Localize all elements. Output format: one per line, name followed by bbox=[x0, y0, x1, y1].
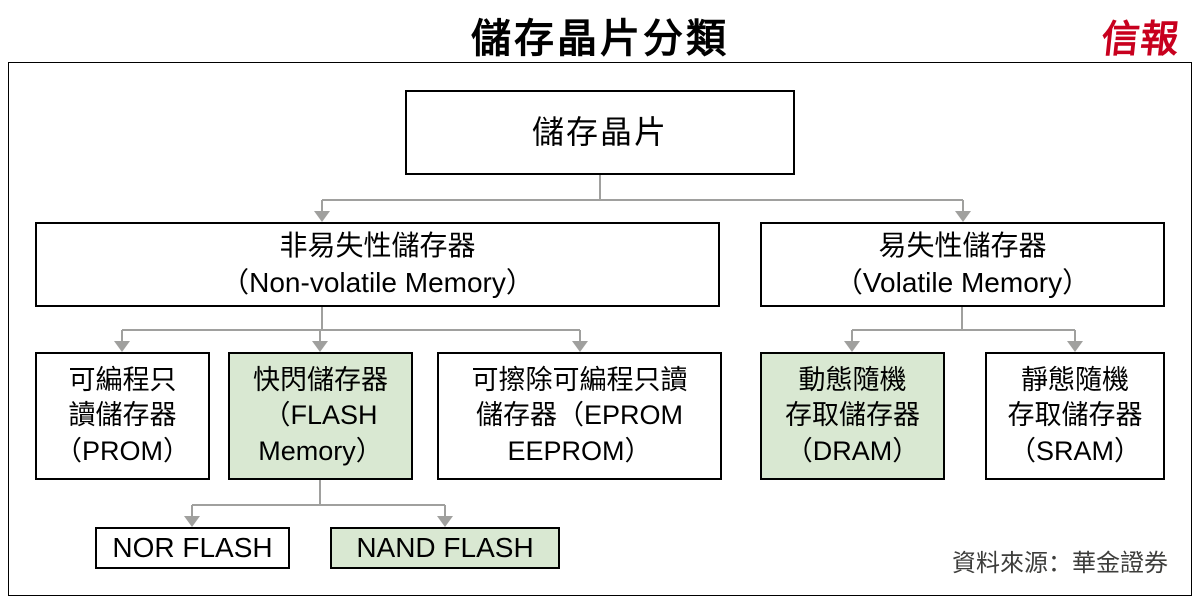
node-nand-flash: NAND FLASH bbox=[330, 527, 560, 569]
node-storage-chip: 儲存晶片 bbox=[405, 90, 795, 175]
node-nonvolatile-line1: 非易失性儲存器 bbox=[279, 230, 476, 262]
hkej-logo: 信報 bbox=[1099, 19, 1182, 61]
source-note: 資料來源：華金證券 bbox=[952, 550, 1168, 577]
node-sram-line1: 靜態隨機 bbox=[1021, 365, 1129, 396]
node-dram-line2: 存取儲存器 bbox=[785, 400, 920, 431]
node-sram: 靜態隨機 存取儲存器 （SRAM） bbox=[985, 352, 1165, 480]
node-flash-line1: 快閃儲存器 bbox=[253, 365, 388, 396]
node-nonvolatile-line2: （Non-volatile Memory） bbox=[221, 266, 534, 298]
node-nor-flash-label: NOR FLASH bbox=[112, 531, 273, 563]
node-eprom-line2: 儲存器（EPROM bbox=[475, 400, 683, 431]
node-prom-line2: 讀儲存器 bbox=[68, 400, 177, 431]
node-eprom-line1: 可擦除可編程只讀 bbox=[471, 365, 688, 396]
page-title: 儲存晶片分類 bbox=[471, 17, 729, 61]
node-prom: 可編程只 讀儲存器 （PROM） bbox=[35, 352, 210, 480]
node-dram-line3: （DRAM） bbox=[785, 435, 920, 466]
diagram-frame bbox=[8, 62, 1192, 596]
node-eprom-line3: EEPROM） bbox=[507, 435, 652, 466]
node-prom-line1: 可編程只 bbox=[68, 365, 177, 396]
node-eprom-eeprom: 可擦除可編程只讀 儲存器（EPROM EEPROM） bbox=[437, 352, 722, 480]
node-nand-flash-label: NAND FLASH bbox=[356, 531, 534, 563]
node-volatile-line2: （Volatile Memory） bbox=[834, 266, 1091, 298]
node-volatile-line1: 易失性儲存器 bbox=[878, 230, 1047, 262]
node-volatile-memory: 易失性儲存器 （Volatile Memory） bbox=[760, 222, 1165, 307]
node-sram-line3: （SRAM） bbox=[1008, 435, 1141, 466]
node-flash-line2: （FLASH bbox=[263, 400, 378, 431]
node-sram-line2: 存取儲存器 bbox=[1007, 400, 1143, 431]
node-flash-memory: 快閃儲存器 （FLASH Memory） bbox=[228, 352, 413, 480]
node-dram-line1: 動態隨機 bbox=[798, 365, 907, 396]
node-prom-line3: （PROM） bbox=[55, 435, 190, 466]
node-storage-chip-label: 儲存晶片 bbox=[531, 113, 668, 150]
node-nor-flash: NOR FLASH bbox=[95, 527, 290, 569]
node-nonvolatile-memory: 非易失性儲存器 （Non-volatile Memory） bbox=[35, 222, 720, 307]
node-flash-line3: Memory） bbox=[258, 435, 383, 466]
node-dram: 動態隨機 存取儲存器 （DRAM） bbox=[760, 352, 945, 480]
